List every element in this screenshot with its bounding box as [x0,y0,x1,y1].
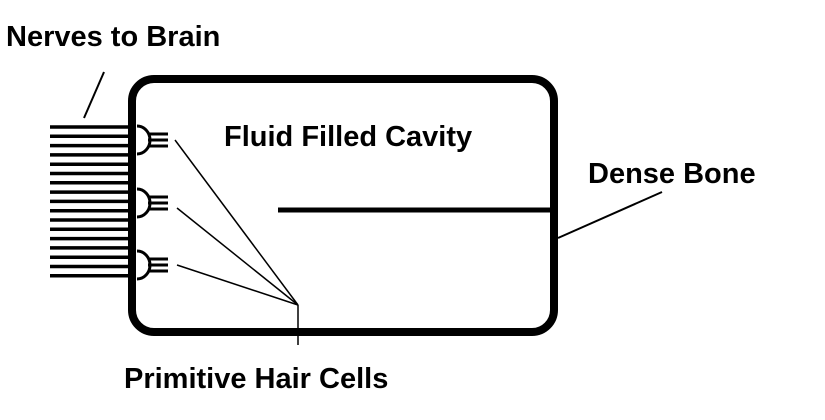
cavity-wall [128,75,558,336]
hair-cells-label: Primitive Hair Cells [124,363,388,395]
nerves-pointer [83,71,105,119]
hair-cells [136,124,168,281]
hair-cell [136,187,168,219]
nerve-bundle [50,125,132,278]
hair-cell [136,249,168,281]
cavity-label: Fluid Filled Cavity [224,121,472,153]
hair-cell [136,124,168,156]
hair-cell-pointers [174,139,299,345]
nerves-label: Nerves to Brain [6,21,220,53]
bone-pointer [557,191,663,239]
bone-label: Dense Bone [588,158,756,190]
